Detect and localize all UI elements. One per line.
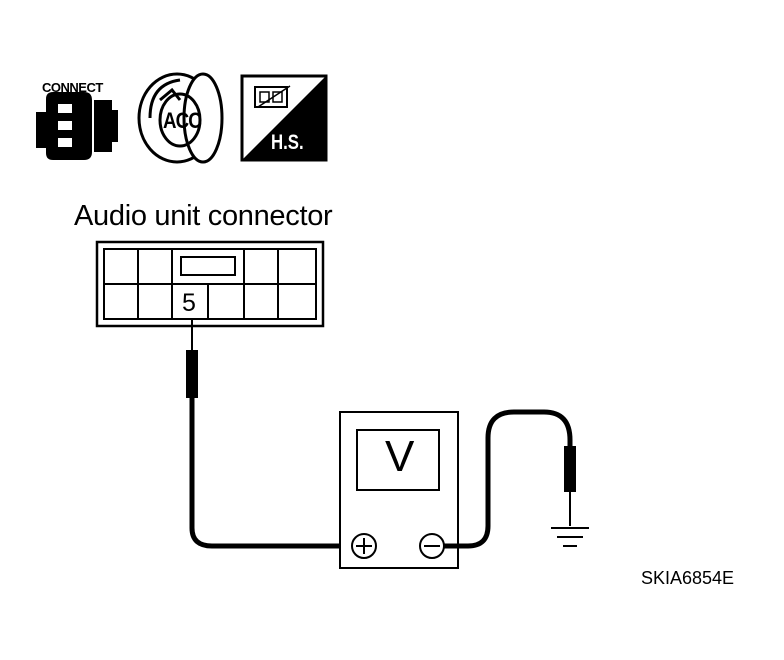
audio-unit-connector (95, 240, 325, 328)
pin-number: 5 (182, 289, 196, 317)
meter-display-label: V (385, 432, 415, 481)
ignition-acc-icon (137, 72, 224, 164)
ground-icon (551, 527, 589, 547)
connect-label: CONNECT (42, 80, 103, 95)
reference-code: SKIA6854E (641, 568, 735, 588)
connect-icon (36, 92, 118, 160)
acc-label: ACC (163, 108, 202, 133)
negative-probe (444, 409, 576, 549)
harness-hs-icon (240, 74, 328, 162)
positive-probe (186, 320, 350, 549)
connector-title: Audio unit connector (74, 200, 333, 232)
voltmeter (339, 411, 459, 569)
hs-label: H.S. (271, 131, 304, 154)
